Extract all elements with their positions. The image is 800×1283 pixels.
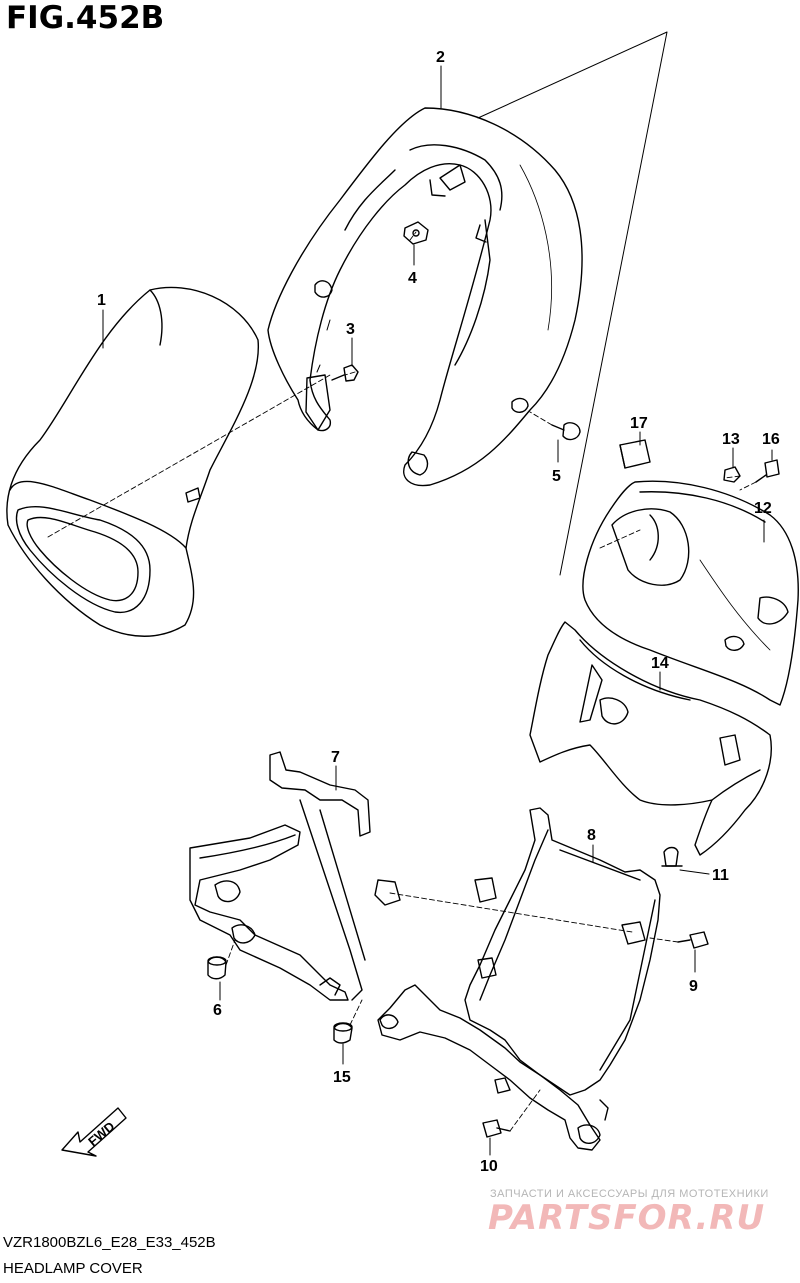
model-code: VZR1800BZL6_E28_E33_452B	[3, 1234, 216, 1251]
part-15-grommet	[333, 1022, 353, 1044]
callout-17: 17	[630, 415, 648, 432]
indication-lines	[477, 31, 668, 576]
callout-4: 4	[408, 270, 417, 287]
callout-8: 8	[587, 827, 596, 844]
callout-6: 6	[213, 1002, 222, 1019]
part-11-fastener	[661, 846, 683, 867]
callout-7: 7	[331, 749, 340, 766]
callout-9: 9	[689, 978, 698, 995]
part-6-grommet	[207, 956, 227, 980]
callout-2: 2	[436, 49, 445, 66]
part-16-bolt	[755, 459, 780, 483]
part-5-screw	[551, 422, 581, 441]
alignment-lines	[47, 231, 757, 1132]
leader-lines	[102, 65, 773, 1156]
part-1-headlamp-cover	[6, 286, 260, 637]
part-14-lower-inner-cover	[529, 621, 772, 856]
callout-16: 16	[762, 431, 780, 448]
part-9-bolt	[677, 931, 709, 949]
callout-11: 11	[712, 867, 729, 884]
part-17-cushion	[619, 439, 651, 469]
callout-3: 3	[346, 321, 355, 338]
watermark-logo: PARTSFOR.RU	[488, 1198, 766, 1238]
callout-13: 13	[722, 431, 740, 448]
figure-title: FIG.452B	[6, 0, 165, 36]
figure-caption: HEADLAMP COVER	[3, 1260, 143, 1277]
callout-14: 14	[651, 655, 669, 672]
part-13-nut	[723, 466, 741, 483]
part-4-clip	[403, 221, 429, 245]
callout-10: 10	[480, 1158, 498, 1175]
part-7-left-bracket	[189, 751, 401, 1001]
part-12-inner-panel	[582, 480, 799, 706]
part-2-upper-fairing	[267, 107, 583, 487]
callout-12: 12	[754, 500, 772, 517]
part-8-right-bracket	[377, 807, 661, 1151]
part-10-bolt	[482, 1119, 511, 1138]
fwd-arrow	[61, 1107, 127, 1157]
callout-15: 15	[333, 1069, 351, 1086]
callout-1: 1	[97, 292, 106, 309]
part-3-screw	[331, 364, 359, 382]
callout-5: 5	[552, 468, 561, 485]
watermark-tagline: ЗАПЧАСТИ И АКСЕССУАРЫ ДЛЯ МОТОТЕХНИКИ	[490, 1188, 769, 1200]
